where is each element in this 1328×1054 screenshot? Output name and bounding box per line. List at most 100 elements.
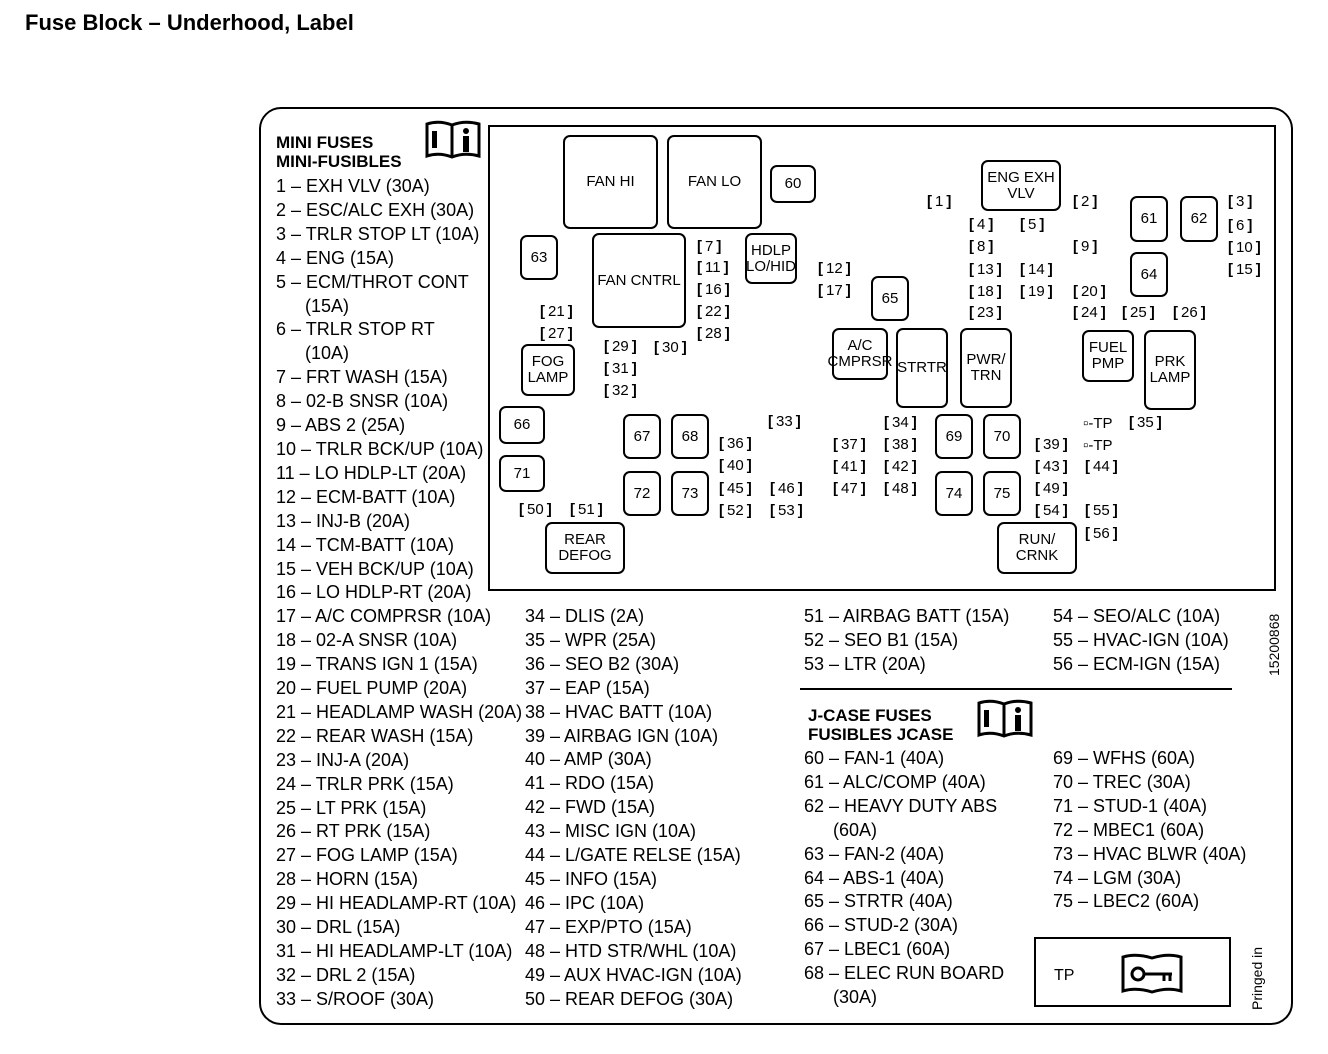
key-book-icon <box>1121 953 1183 994</box>
mini-fuse-14: 14 <box>1020 262 1053 278</box>
mini-fuse-19: 19 <box>1020 284 1053 300</box>
fuse-list-item: 48 – HTD STR/WHL (10A) <box>525 940 737 961</box>
jcase-fuse-64: 64 <box>1130 252 1168 297</box>
fuse-list-item: 68 – ELEC RUN BOARD <box>804 963 1005 984</box>
mini-fuse-36: 36 <box>719 436 752 452</box>
fuse-list-item: 60 – FAN-1 (40A) <box>804 748 945 768</box>
fuse-list-item: (15A) <box>305 295 350 316</box>
fuse-list-item: 23 – INJ-A (20A) <box>276 749 410 770</box>
fuse-list-item: 32 – DRL 2 (15A) <box>276 964 416 985</box>
mini-fuse-42: 42 <box>884 459 917 475</box>
mini-fuse-48: 48 <box>884 481 917 497</box>
manual-book-icon <box>425 120 481 159</box>
fuse-list-item: 5 – ECM/THROT CONT <box>276 271 469 292</box>
fuse-list-item: 1 – EXH VLV (30A) <box>276 176 430 196</box>
mini-fuse-11: 11 <box>697 260 729 276</box>
mini-fuse-46: 46 <box>770 481 803 497</box>
mini-fuse-24: 24 <box>1073 305 1106 321</box>
part-number: 15200868 <box>1266 613 1282 676</box>
fuse-list-item: 22 – REAR WASH (15A) <box>276 725 474 746</box>
mini-fuse-45: 45 <box>719 481 752 497</box>
jcase-fuses-header-en: J-CASE FUSES <box>808 706 932 725</box>
fuse-list-item: 72 – MBEC1 (60A) <box>1053 819 1205 840</box>
fuse-list-item: 29 – HI HEADLAMP-RT (10A) <box>276 893 517 914</box>
jcase-fuse-71: 71 <box>499 455 545 492</box>
jcase-fuse-list-1: 60 – FAN-1 (40A) 61 – ALC/COMP (40A) 62 – … <box>804 747 1004 1010</box>
jcase-fuse-75: 75 <box>983 471 1021 516</box>
fuse-list-item: 36 – SEO B2 (30A) <box>525 653 680 674</box>
mini-fuse-50: 50 <box>519 502 552 518</box>
mini-fuse-17: 17 <box>818 283 851 299</box>
fuse-list-item: 17 – A/C COMPRSR (10A) <box>276 606 492 627</box>
mini-fuse-8: 8 <box>969 239 993 255</box>
eng-exh-relay: ENG EXH VLV <box>981 160 1061 211</box>
test-point-1-label: TP <box>1093 415 1113 432</box>
fuse-list-item: 62 – HEAVY DUTY ABS <box>804 795 998 816</box>
fan-cntrl-relay: FAN CNTRL <box>592 233 686 328</box>
mini-fuse-38: 38 <box>884 437 917 453</box>
fuse-list-item: 42 – FWD (15A) <box>525 797 656 818</box>
fuse-list-item: 75 – LBEC2 (60A) <box>1053 891 1200 912</box>
fuse-list-item: 24 – TRLR PRK (15A) <box>276 773 454 794</box>
jcase-fuses-header: J-CASE FUSES FUSIBLES JCASE <box>808 706 953 744</box>
tp-label: TP <box>1054 967 1075 984</box>
fuse-list-item: 49 – AUX HVAC-IGN (10A) <box>525 964 742 985</box>
fuse-list-item: 9 – ABS 2 (25A) <box>276 415 406 436</box>
mini-fuses-header-en: MINI FUSES <box>276 133 374 152</box>
fuse-list-item: 54 – SEO/ALC (10A) <box>1053 606 1221 626</box>
hdlp-relay: HDLP LO/HID <box>745 233 797 284</box>
test-point-2: ▫-TP <box>1083 437 1113 454</box>
mini-fuse-9: 9 <box>1073 239 1097 255</box>
fuse-list-item: 16 – LO HDLP-RT (20A) <box>276 582 472 603</box>
fuse-list-item: 34 – DLIS (2A) <box>525 606 645 626</box>
fuse-list-item: 3 – TRLR STOP LT (10A) <box>276 223 480 244</box>
fuse-list-item: (60A) <box>833 819 878 840</box>
mini-fuse-23: 23 <box>969 305 1002 321</box>
fuse-list-item: 2 – ESC/ALC EXH (30A) <box>276 199 475 220</box>
fuse-list-item: 20 – FUEL PUMP (20A) <box>276 678 468 699</box>
fuse-list-item: 64 – ABS-1 (40A) <box>804 867 945 888</box>
fuse-list-item: 65 – STRTR (40A) <box>804 891 953 912</box>
mini-fuse-29: 29 <box>604 339 637 355</box>
fuse-list-item: 6 – TRLR STOP RT <box>276 319 435 340</box>
jcase-fuse-74: 74 <box>935 471 973 516</box>
fuse-list-item: 27 – FOG LAMP (15A) <box>276 845 458 866</box>
fog-lamp-relay: FOG LAMP <box>521 344 575 396</box>
manual-book-icon <box>977 699 1033 738</box>
section-divider <box>800 688 1232 690</box>
fuse-list-item: 44 – L/GATE RELSE (15A) <box>525 845 741 866</box>
jcase-fuse-list-2: 69 – WFHS (60A)70 – TREC (30A)71 – STUD-… <box>1053 747 1246 914</box>
mini-fuse-16: 16 <box>697 282 730 298</box>
jcase-fuse-65: 65 <box>871 276 909 321</box>
rear-defog-relay: REAR DEFOG <box>545 522 625 574</box>
fuse-list-item: 26 – RT PRK (15A) <box>276 821 431 842</box>
fuse-list-item: 15 – VEH BCK/UP (10A) <box>276 558 474 579</box>
fuse-list-item: 25 – LT PRK (15A) <box>276 797 427 818</box>
test-point-2-label: TP <box>1093 437 1113 454</box>
pwr-trn-relay: PWR/ TRN <box>960 328 1012 408</box>
mini-fuse-15: 15 <box>1228 262 1261 278</box>
fuse-list-item: 31 – HI HEADLAMP-LT (10A) <box>276 941 513 961</box>
fuse-list-item: 7 – FRT WASH (15A) <box>276 367 448 388</box>
mini-fuse-49: 49 <box>1035 481 1068 497</box>
jcase-fuse-67: 67 <box>623 414 661 459</box>
fan-hi-relay: FAN HI <box>563 135 658 229</box>
fan-lo-relay: FAN LO <box>667 135 762 229</box>
mini-fuse-44: 44 <box>1085 459 1118 475</box>
fuse-list-item: 10 – TRLR BCK/UP (10A) <box>276 438 484 459</box>
mini-fuse-6: 6 <box>1228 218 1252 234</box>
mini-fuse-20: 20 <box>1073 284 1106 300</box>
mini-fuse-5: 5 <box>1020 217 1044 233</box>
mini-fuse-18: 18 <box>969 284 1002 300</box>
mini-fuse-7: 7 <box>697 239 721 255</box>
jcase-fuse-72: 72 <box>623 471 661 516</box>
mini-fuse-list-1: 1 – EXH VLV (30A) 2 – ESC/ALC EXH (30A) 3 … <box>276 175 522 1012</box>
fuse-list-item: 41 – RDO (15A) <box>525 773 655 794</box>
fuse-list-item: 61 – ALC/COMP (40A) <box>804 771 986 792</box>
mini-fuse-34: 34 <box>884 415 917 431</box>
mini-fuse-25: 25 <box>1122 305 1155 321</box>
fuse-list-item: 47 – EXP/PTO (15A) <box>525 916 692 937</box>
mini-fuse-12: 12 <box>818 261 851 277</box>
fuse-list-item: 66 – STUD-2 (30A) <box>804 915 959 936</box>
jcase-fuse-63: 63 <box>520 235 558 280</box>
